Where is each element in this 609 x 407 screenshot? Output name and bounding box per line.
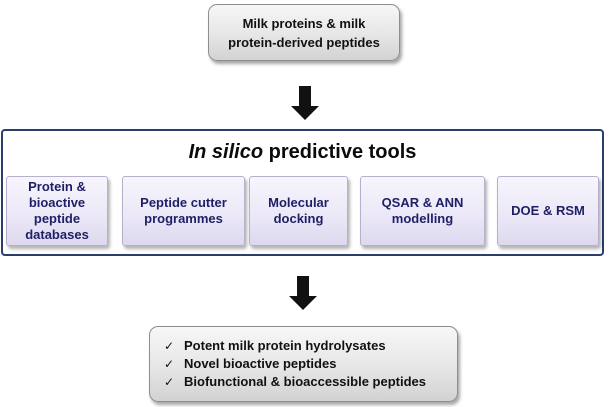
tool-molecular-docking: Molecular docking — [249, 176, 348, 246]
source-line-2: protein-derived peptides — [228, 34, 380, 50]
tool-qsar-ann-line-2: modelling — [391, 211, 454, 226]
checkmark-icon: ✓ — [164, 339, 175, 353]
checkmark-icon: ✓ — [164, 357, 175, 371]
tools-title: In silico predictive tools — [3, 141, 602, 164]
tools-title-italic: In silico — [188, 141, 264, 163]
tool-peptide-cutter: Peptide cutter programmes — [122, 176, 245, 246]
down-arrow-icon — [291, 86, 319, 120]
checkmark-icon: ✓ — [164, 375, 175, 389]
tool-databases-line-3: peptide — [33, 211, 81, 226]
outcome-text: Biofunctional & bioaccessible peptides — [184, 374, 426, 389]
list-item: ✓ Novel bioactive peptides — [164, 355, 457, 373]
tool-doe-rsm-line-1: DOE & RSM — [511, 203, 585, 218]
outcome-text: Potent milk protein hydrolysates — [184, 338, 386, 353]
outcomes-box: ✓ Potent milk protein hydrolysates ✓ Nov… — [149, 326, 458, 402]
tool-databases-line-2: bioactive — [28, 195, 86, 210]
tool-qsar-ann: QSAR & ANN modelling — [360, 176, 485, 246]
predictive-tools-frame: In silico predictive tools Protein & bio… — [1, 129, 604, 256]
list-item: ✓ Potent milk protein hydrolysates — [164, 337, 457, 355]
tools-title-rest: predictive tools — [263, 141, 417, 163]
tool-qsar-ann-line-1: QSAR & ANN — [381, 195, 464, 210]
tool-peptide-cutter-line-2: programmes — [144, 211, 223, 226]
tool-doe-rsm: DOE & RSM — [497, 176, 599, 246]
tool-molecular-docking-line-2: docking — [273, 211, 324, 226]
tool-databases-line-4: databases — [25, 227, 89, 242]
tool-databases-line-1: Protein & — [28, 179, 86, 194]
source-box: Milk proteins & milk protein-derived pep… — [208, 4, 400, 61]
source-line-1: Milk proteins & milk — [242, 15, 366, 31]
tool-molecular-docking-line-1: Molecular — [268, 195, 329, 210]
tool-peptide-cutter-line-1: Peptide cutter — [140, 195, 227, 210]
down-arrow-icon — [289, 276, 317, 310]
outcome-text: Novel bioactive peptides — [184, 356, 337, 371]
outcomes-list: ✓ Potent milk protein hydrolysates ✓ Nov… — [164, 337, 457, 391]
tool-databases: Protein & bioactive peptide databases — [6, 176, 108, 246]
list-item: ✓ Biofunctional & bioaccessible peptides — [164, 373, 457, 391]
